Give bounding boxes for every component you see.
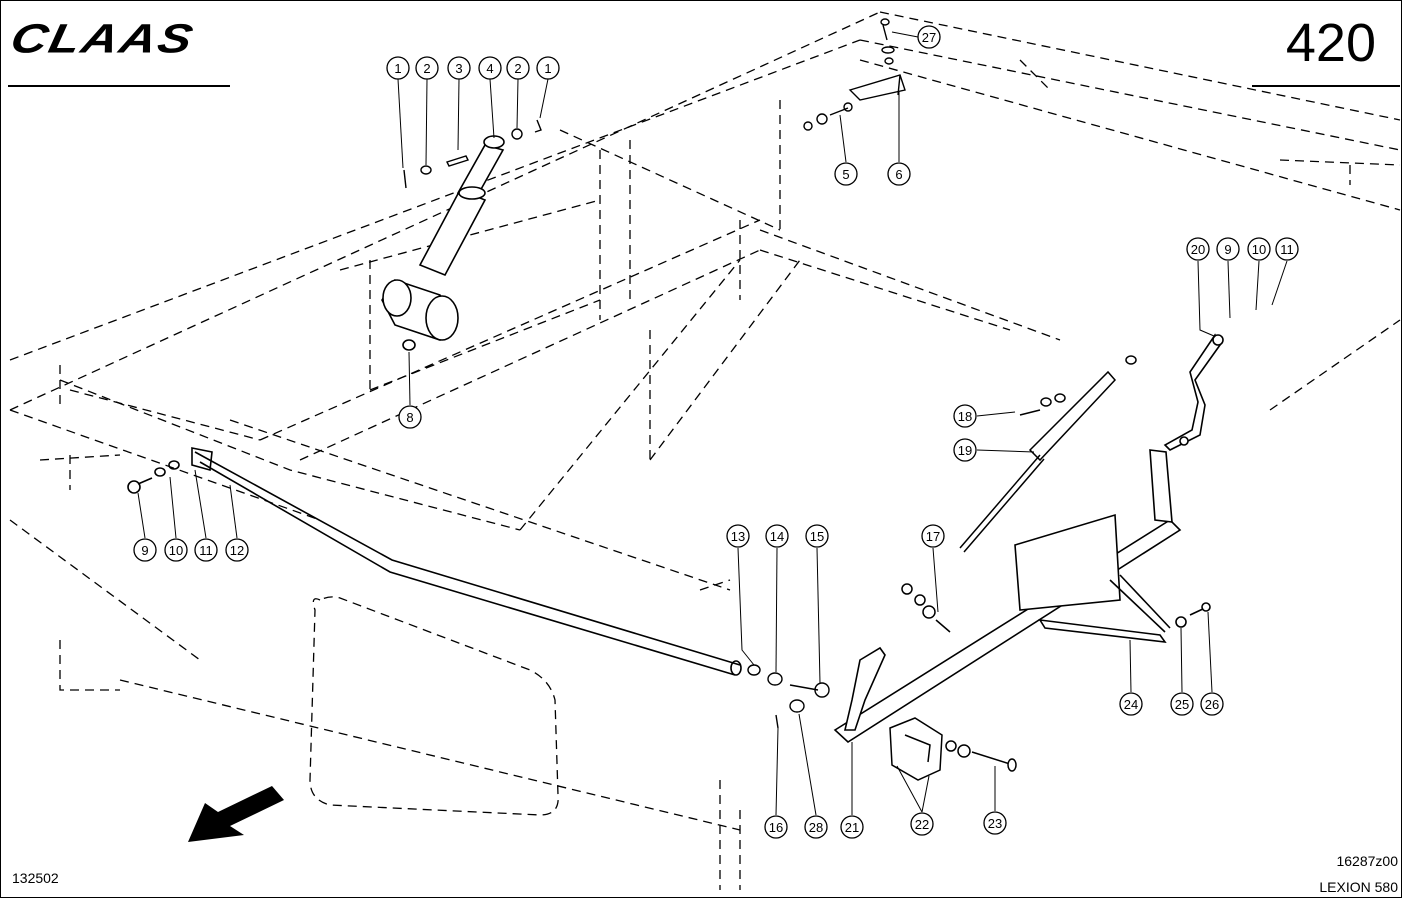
svg-text:4: 4 (486, 61, 493, 76)
callout-21: 21 (840, 815, 864, 839)
callout-25: 25 (1170, 692, 1194, 716)
callout-1-pin: 1 (386, 56, 410, 80)
svg-text:19: 19 (958, 443, 972, 458)
hydraulic-cylinder (381, 135, 505, 351)
callout-14: 14 (765, 524, 789, 548)
callout-3-bolt: 3 (447, 56, 471, 80)
figure-footer: 16287z00 LEXION 580 (1319, 848, 1398, 900)
callout-11-b: 11 (194, 538, 218, 562)
mounting-bracket (889, 583, 1017, 781)
svg-text:22: 22 (915, 817, 929, 832)
svg-text:20: 20 (1191, 242, 1205, 257)
svg-text:28: 28 (809, 820, 823, 835)
callout-8: 8 (398, 405, 422, 429)
callout-2-washer-b: 2 (506, 56, 530, 80)
svg-text:6: 6 (895, 167, 902, 182)
callout-2-washer: 2 (415, 56, 439, 80)
svg-text:24: 24 (1124, 697, 1138, 712)
callout-24: 24 (1119, 692, 1143, 716)
figure-code: 16287z00 (1336, 853, 1398, 869)
logo-underline (8, 85, 230, 87)
machine-model: LEXION 580 (1319, 879, 1398, 895)
svg-text:9: 9 (1224, 242, 1231, 257)
callout-11-a: 11 (1275, 237, 1299, 261)
callout-17: 17 (921, 524, 945, 548)
svg-text:10: 10 (1252, 242, 1266, 257)
hardware-pins-and-washers (403, 18, 906, 189)
callout-9-a: 9 (1216, 237, 1240, 261)
page-number-underline (1252, 85, 1400, 87)
callout-9-b: 9 (133, 538, 157, 562)
callout-27: 27 (917, 25, 941, 49)
callout-20: 20 (1186, 237, 1210, 261)
svg-text:3: 3 (455, 61, 462, 76)
leader-lines (137, 31, 1288, 816)
callout-16: 16 (764, 815, 788, 839)
svg-text:2: 2 (514, 61, 521, 76)
svg-text:16: 16 (769, 820, 783, 835)
callout-10-b: 10 (164, 538, 188, 562)
svg-text:23: 23 (988, 816, 1002, 831)
svg-text:11: 11 (199, 543, 213, 558)
callout-bubbles: 1 2 3 4 2 1 27 5 6 8 20 9 10 11 18 19 9 … (133, 25, 1299, 839)
callout-1-pin-b: 1 (536, 56, 560, 80)
svg-text:18: 18 (958, 409, 972, 424)
svg-text:13: 13 (731, 529, 745, 544)
callout-4-cylinder: 4 (478, 56, 502, 80)
svg-text:14: 14 (770, 529, 784, 544)
callout-19: 19 (953, 438, 977, 462)
svg-text:1: 1 (394, 61, 401, 76)
drawing-reference-number: 132502 (12, 870, 59, 886)
callout-5: 5 (834, 162, 858, 186)
callout-10-a: 10 (1247, 237, 1271, 261)
svg-text:2: 2 (423, 61, 430, 76)
rod-end-hardware (747, 664, 830, 729)
travel-direction-arrow (188, 786, 284, 842)
gas-strut (959, 355, 1137, 553)
callout-6: 6 (887, 162, 911, 186)
support-frame (833, 333, 1224, 744)
callout-22: 22 (910, 812, 934, 836)
svg-text:25: 25 (1175, 697, 1189, 712)
svg-text:11: 11 (1280, 242, 1294, 257)
svg-text:12: 12 (230, 543, 244, 558)
callout-23: 23 (983, 811, 1007, 835)
callout-28: 28 (804, 815, 828, 839)
svg-text:5: 5 (842, 167, 849, 182)
svg-text:9: 9 (141, 543, 148, 558)
svg-text:1: 1 (544, 61, 551, 76)
svg-text:26: 26 (1205, 697, 1219, 712)
callout-13: 13 (726, 524, 750, 548)
callout-12: 12 (225, 538, 249, 562)
machine-body-outline (9, 11, 1401, 890)
page-number: 420 (1285, 13, 1376, 73)
callout-15: 15 (805, 524, 829, 548)
svg-text:27: 27 (922, 30, 936, 45)
svg-text:8: 8 (406, 410, 413, 425)
callout-26: 26 (1200, 692, 1224, 716)
svg-text:21: 21 (845, 820, 859, 835)
svg-text:10: 10 (169, 543, 183, 558)
linkage-rod (127, 447, 742, 676)
svg-text:17: 17 (926, 529, 940, 544)
callout-18: 18 (953, 404, 977, 428)
svg-text:15: 15 (810, 529, 824, 544)
